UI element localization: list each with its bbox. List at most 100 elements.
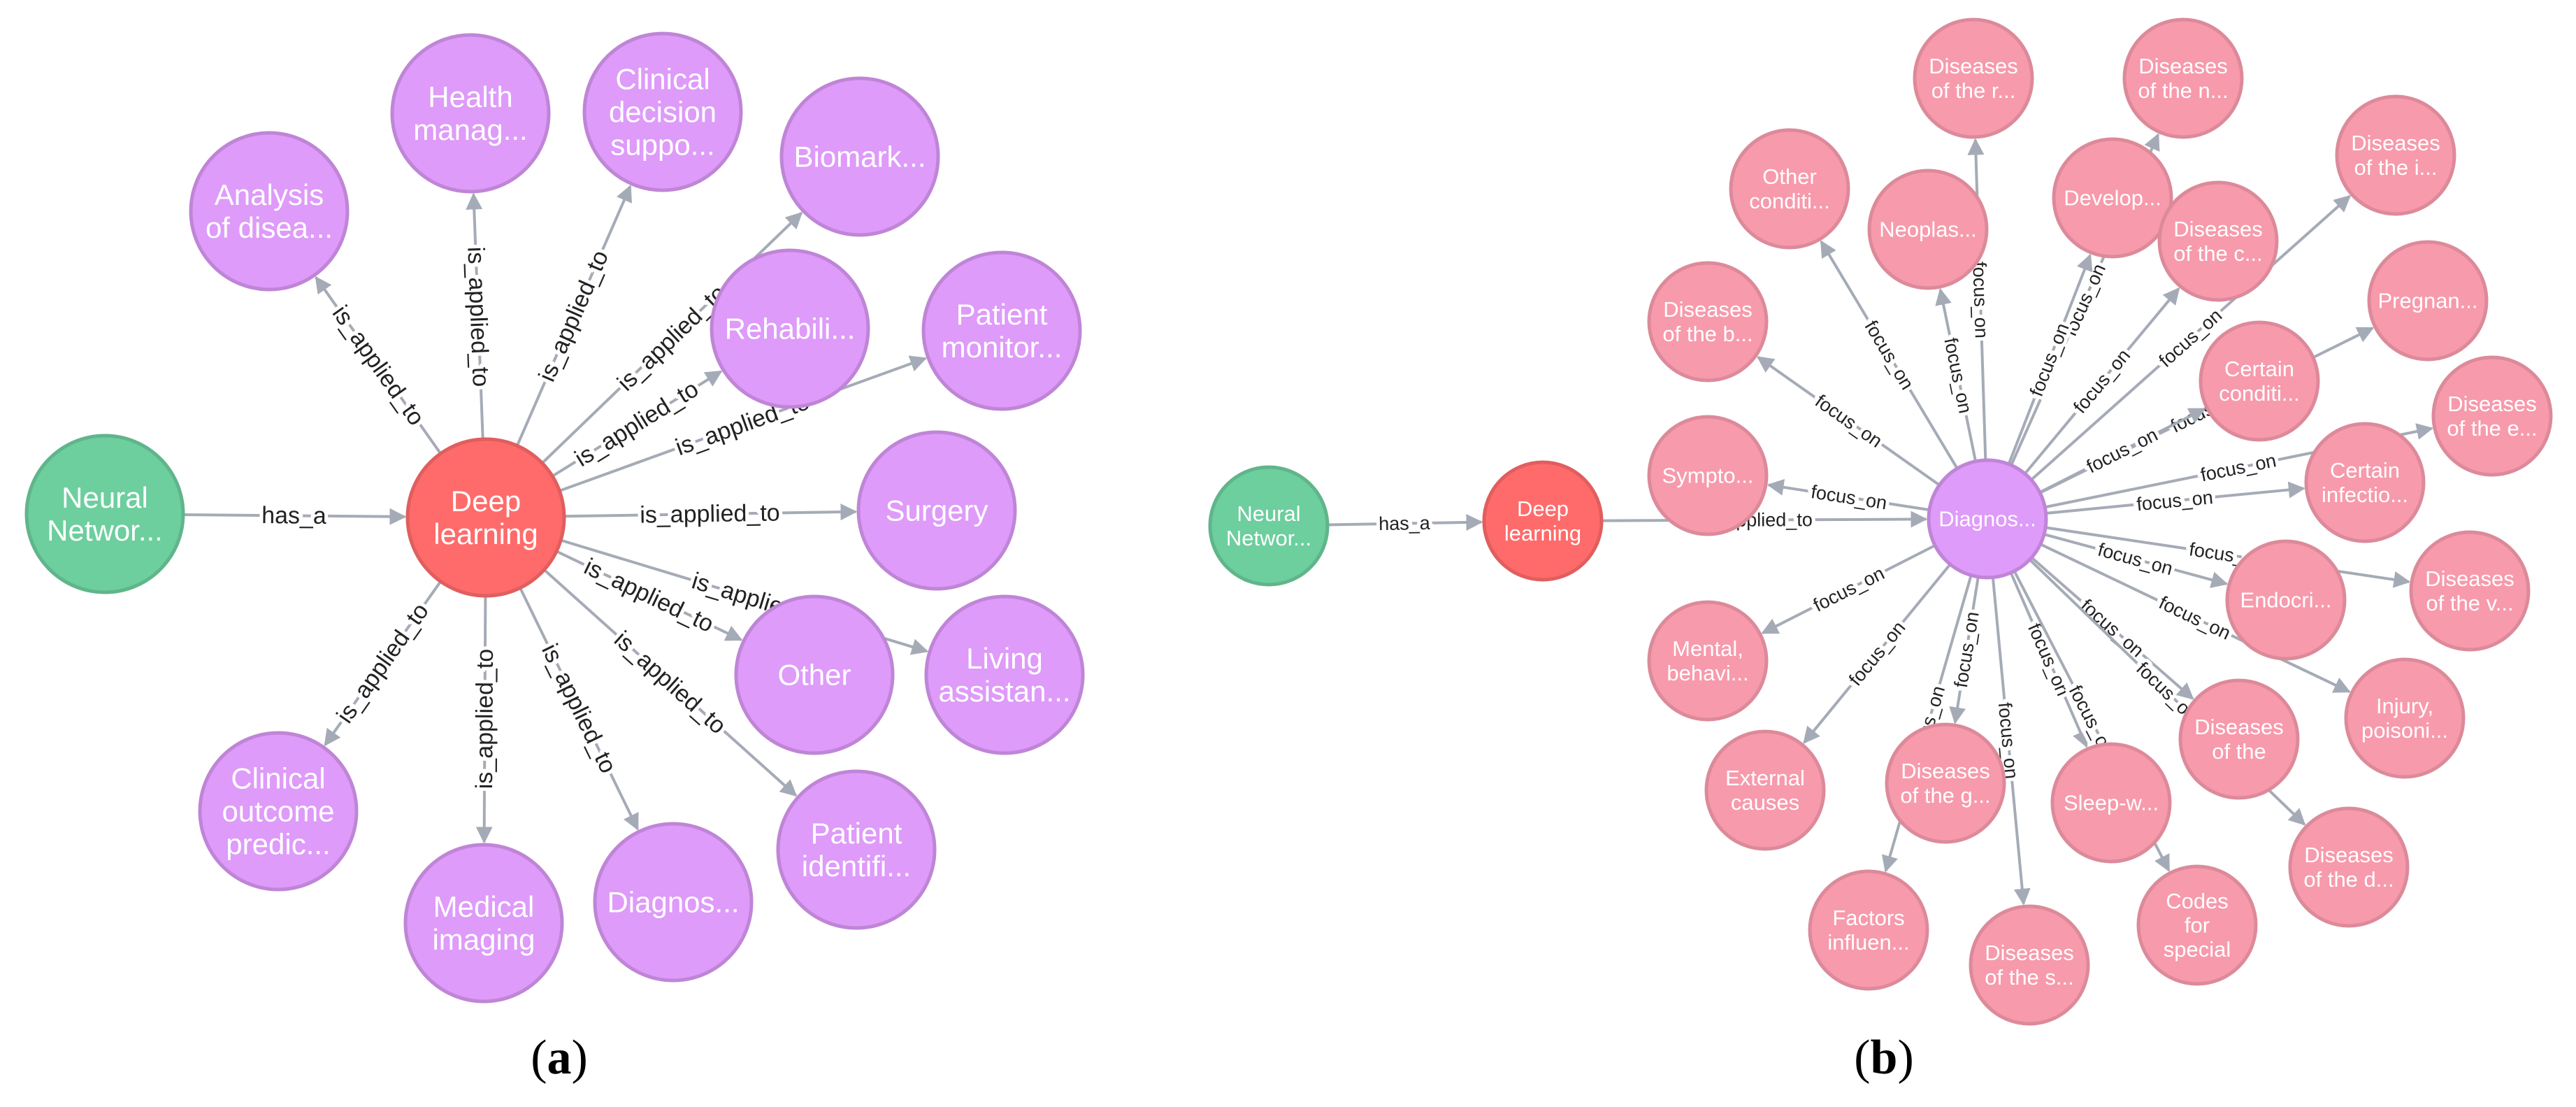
node-sympto[interactable]: Sympto... [1647, 415, 1769, 536]
node-label: Diseases [2351, 131, 2440, 155]
edge-label: focus_on [2076, 595, 2147, 662]
node-label: Analysis [215, 178, 324, 211]
node-circle[interactable] [405, 437, 566, 598]
node-patmon[interactable]: Patientmonitor... [921, 250, 1082, 411]
node-label: Diagnos... [607, 886, 739, 919]
node-circle[interactable] [2178, 678, 2300, 800]
node-circle[interactable] [1729, 128, 1850, 250]
node-diag[interactable]: Diagnos... [1927, 458, 2048, 580]
node-neoplas[interactable]: Neoplas... [1867, 169, 1989, 290]
node-circle[interactable] [1927, 458, 2048, 580]
node-circle[interactable] [2304, 422, 2426, 543]
node-circle[interactable] [582, 31, 743, 192]
node-circle[interactable] [2335, 94, 2456, 216]
node-develop[interactable]: Develop... [2052, 137, 2173, 259]
node-label: Codes [2166, 889, 2229, 913]
node-label: Deep [1517, 497, 1569, 521]
node-circle[interactable] [2225, 539, 2347, 661]
node-circle[interactable] [390, 33, 551, 194]
node-circle[interactable] [776, 769, 937, 930]
node-certain_i[interactable]: Certaininfectio... [2304, 422, 2426, 543]
node-nn[interactable]: NeuralNetwor... [24, 434, 185, 594]
node-pregnan[interactable]: Pregnan... [2367, 240, 2489, 362]
node-circle[interactable] [2050, 742, 2172, 864]
node-diagnos[interactable]: Diagnos... [593, 822, 754, 983]
node-circle[interactable] [924, 594, 1085, 755]
node-circle[interactable] [2409, 530, 2531, 652]
node-label: identifi... [802, 850, 911, 883]
node-endocri[interactable]: Endocri... [2225, 539, 2347, 661]
node-circle[interactable] [1885, 722, 2006, 844]
node-label: Clinical [231, 762, 325, 794]
node-circle[interactable] [1704, 729, 1826, 851]
node-other_c[interactable]: Otherconditi... [1729, 128, 1850, 250]
node-circle[interactable] [198, 731, 359, 892]
node-circle[interactable] [2431, 355, 2553, 477]
node-circle[interactable] [189, 131, 350, 292]
node-circle[interactable] [2157, 180, 2279, 302]
node-circle[interactable] [1913, 17, 2034, 139]
node-circle[interactable] [1482, 460, 1604, 582]
node-circle[interactable] [2344, 657, 2466, 779]
node-circle[interactable] [2367, 240, 2489, 362]
node-circle[interactable] [2288, 806, 2410, 928]
node-circle[interactable] [2122, 17, 2244, 139]
edge-line [1967, 138, 1987, 461]
node-circle[interactable] [710, 248, 870, 409]
node-injury[interactable]: Injury,poisoni... [2344, 657, 2466, 779]
node-rehab[interactable]: Rehabili... [710, 248, 870, 409]
edge-line [2045, 481, 2305, 515]
node-factors[interactable]: Factorsinfluen... [1808, 869, 1929, 991]
node-sleep[interactable]: Sleep-w... [2050, 742, 2172, 864]
node-label: External [1725, 766, 1805, 790]
node-patid[interactable]: Patientidentifi... [776, 769, 937, 930]
node-circle[interactable] [2052, 137, 2173, 259]
node-circle[interactable] [593, 822, 754, 983]
edge-label: focus_on [2024, 620, 2073, 699]
node-certain_c[interactable]: Certainconditi... [2199, 320, 2320, 442]
node-circle[interactable] [2199, 320, 2320, 442]
edge-label: focus_on [2136, 487, 2214, 515]
node-cds[interactable]: Clinicaldecisionsuppo... [582, 31, 743, 192]
node-circle[interactable] [1867, 169, 1989, 290]
node-circle[interactable] [1647, 600, 1769, 722]
node-circle[interactable] [1208, 465, 1330, 587]
node-circle[interactable] [1647, 415, 1769, 536]
node-circle[interactable] [921, 250, 1082, 411]
node-circle[interactable] [1647, 261, 1769, 383]
node-surgery[interactable]: Surgery [856, 430, 1017, 591]
node-clinout[interactable]: Clinicaloutcomepredic... [198, 731, 359, 892]
node-mental[interactable]: Mental,behavi... [1647, 600, 1769, 722]
node-living[interactable]: Livingassistan... [924, 594, 1085, 755]
edge-line [466, 192, 484, 440]
node-health[interactable]: Healthmanag... [390, 33, 551, 194]
node-circle[interactable] [1969, 904, 2090, 1026]
node-nn[interactable]: NeuralNetwor... [1208, 465, 1330, 587]
node-circle[interactable] [779, 76, 940, 237]
node-circle[interactable] [2136, 864, 2258, 986]
node-circle[interactable] [734, 594, 895, 755]
node-other[interactable]: Other [734, 594, 895, 755]
node-circle[interactable] [1808, 869, 1929, 991]
node-circle[interactable] [856, 430, 1017, 591]
node-circle[interactable] [403, 843, 564, 1004]
node-biomark[interactable]: Biomark... [779, 76, 940, 237]
node-circle[interactable] [24, 434, 185, 594]
